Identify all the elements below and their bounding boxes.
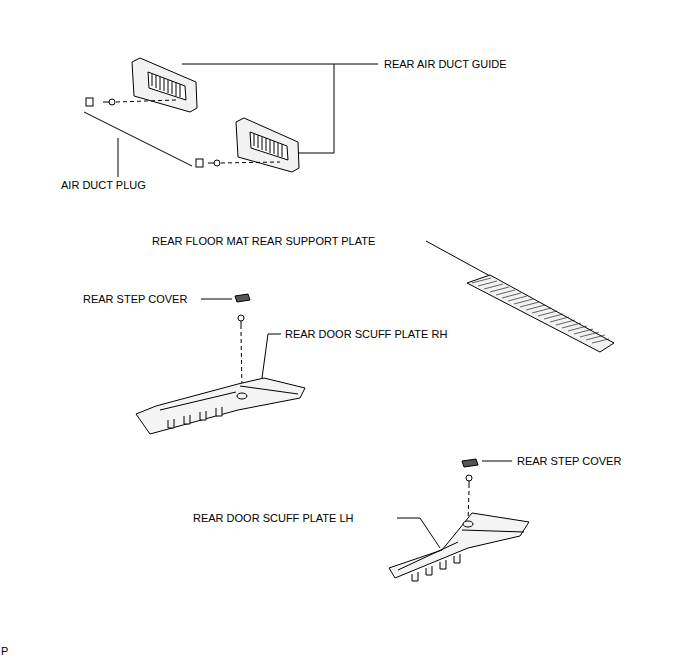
rear-air-duct-guide-lower [236, 118, 299, 172]
air-duct-plug-upper [86, 98, 176, 106]
part-name: REAR AIR DUCT GUIDE [383, 58, 508, 71]
figure-mark: P [0, 645, 9, 658]
part-name: REAR DOOR SCUFF PLATE LH [192, 512, 355, 525]
rear-door-scuff-plate-lh [389, 513, 529, 581]
part-name: AIR DUCT PLUG [60, 179, 147, 192]
part-name: REAR STEP COVER [516, 455, 622, 468]
rear-step-cover-lh [462, 459, 478, 522]
part-name: REAR DOOR SCUFF PLATE RH [284, 328, 448, 341]
air-duct-plug-lower [196, 159, 280, 167]
part-name: REAR FLOOR MAT REAR SUPPORT PLATE [151, 235, 376, 248]
part-name: REAR STEP COVER [82, 293, 188, 306]
rear-step-cover-rh [235, 294, 250, 393]
rear-air-duct-guide-upper [132, 58, 197, 112]
rear-floor-mat-support-plate [467, 275, 614, 352]
leader-lines [84, 64, 512, 548]
rear-door-scuff-plate-rh [136, 378, 305, 434]
